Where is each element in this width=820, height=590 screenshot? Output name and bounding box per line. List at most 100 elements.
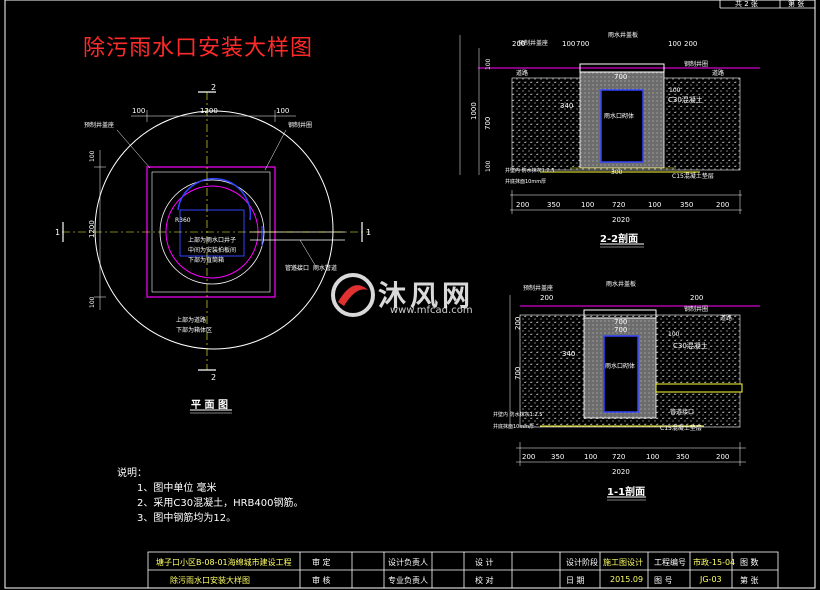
s11-inner-width: 700 bbox=[614, 326, 627, 334]
s22-bottom-dim-3: 100 bbox=[581, 201, 594, 209]
s22-dim-300: 300 bbox=[611, 169, 623, 176]
s22-label-c30: C30混凝土 bbox=[668, 95, 703, 104]
tb-design: 设 计 bbox=[475, 558, 494, 567]
tb-stage-label: 设计阶段 bbox=[566, 558, 598, 567]
s22-label-c15: C15混凝土垫层 bbox=[672, 172, 714, 180]
plan-outer-circle bbox=[94, 110, 334, 350]
s11-bottom-dim-5: 100 bbox=[646, 453, 659, 461]
s22-left-dim-4: 100 bbox=[485, 160, 492, 172]
tb-drawing-name: 除污雨水口安装大样图 bbox=[170, 576, 250, 585]
s11-label-ring: 钢制井圈 bbox=[684, 305, 708, 313]
s11-bottom-dim-1: 200 bbox=[522, 453, 535, 461]
s22-caption: 2-2剖面 bbox=[600, 232, 638, 245]
s11-top-dim-2: 700 bbox=[614, 318, 627, 326]
notes-heading: 说明： bbox=[117, 468, 147, 479]
s22-inner-width: 700 bbox=[614, 73, 627, 81]
plan-dim-top-mid: 1200 bbox=[200, 107, 218, 115]
s11-label-cover-plate: 雨水井盖板 bbox=[606, 280, 636, 288]
plan-section-mark-left: 1 bbox=[55, 228, 60, 237]
title-block bbox=[147, 551, 779, 589]
watermark-logo-icon bbox=[331, 273, 375, 317]
plan-radius: R360 bbox=[175, 217, 191, 224]
s22-left-dim-3: 100 bbox=[485, 58, 492, 70]
s22-label-road-left: 道路 bbox=[516, 69, 528, 77]
plan-label-middle: 中间为安装拍板间 bbox=[188, 246, 236, 254]
tb-design-lead: 设计负责人 bbox=[388, 558, 428, 567]
plan-label-steel-ring: 钢制井圈 bbox=[288, 121, 312, 129]
s11-label-c15: C15混凝土垫层 bbox=[660, 424, 702, 432]
s22-label-plaster: 井壁内 防水抹灰1:2.5 bbox=[505, 167, 554, 174]
note-item-2: 2、采用C30混凝土，HRB400钢筋。 bbox=[137, 498, 304, 509]
section-2-2 bbox=[459, 35, 760, 248]
tb-page-label: 第 张 bbox=[740, 576, 759, 585]
s22-label-floor: 井底抹面10mm厚 bbox=[505, 178, 546, 185]
plan-label-cover-seat: 预制井盖座 bbox=[84, 121, 114, 129]
plan-section-mark-right: 1 bbox=[366, 228, 371, 237]
s22-bottom-dim-5: 100 bbox=[648, 201, 661, 209]
s11-outlet-pipe bbox=[655, 383, 743, 393]
s11-left-dim-1: 200 bbox=[514, 317, 522, 330]
s11-left-dim-2: 700 bbox=[514, 367, 522, 380]
s11-chamber bbox=[603, 335, 639, 413]
s11-label-masonry: 雨水口砌体 bbox=[605, 362, 635, 370]
s22-left-dim-2: 700 bbox=[484, 117, 492, 130]
plan-label-box: 下部为箱体区 bbox=[176, 326, 212, 334]
watermark: 沐风网 www.mfcad.com bbox=[330, 272, 505, 322]
plan-label-pipe-joint: 管道接口 bbox=[285, 264, 309, 272]
s22-bottom-dim-6: 350 bbox=[680, 201, 693, 209]
tb-review: 审 核 bbox=[312, 576, 331, 585]
s22-cover bbox=[579, 63, 665, 73]
watermark-brand: 沐风网 bbox=[378, 279, 475, 312]
s11-cover bbox=[583, 309, 657, 319]
s22-top-dim-1: 200 bbox=[512, 40, 525, 48]
plan-section-mark-bottom: 2 bbox=[211, 373, 216, 382]
tb-sheet-label: 图 号 bbox=[654, 576, 673, 585]
s22-label-cover-plate: 雨水井盖板 bbox=[608, 31, 638, 39]
tb-project: 塘子口小区B-08-01海绵城市建设工程 bbox=[156, 558, 292, 567]
tb-job-label: 工程编号 bbox=[654, 558, 686, 567]
tb-total-label: 图 数 bbox=[740, 558, 759, 567]
s22-label-road-right: 道路 bbox=[712, 69, 724, 77]
note-item-3: 3、图中钢筋均为12。 bbox=[137, 513, 237, 524]
plan-dim-top-left: 100 bbox=[132, 107, 145, 115]
plan-dim-top-right: 100 bbox=[276, 107, 289, 115]
s11-caption: 1-1剖面 bbox=[607, 485, 645, 498]
plan-label-drain-pipe: 雨水管道 bbox=[313, 264, 337, 272]
s11-bottom-dim-7: 200 bbox=[716, 453, 729, 461]
s11-label-pipe-joint: 管道接口 bbox=[670, 408, 694, 416]
tb-discipline-lead: 专业负责人 bbox=[388, 576, 428, 585]
s11-label-cover-seat: 预制井盖座 bbox=[523, 284, 553, 292]
tb-check: 校 对 bbox=[475, 576, 494, 585]
sheet-counter-page: 第 张 bbox=[788, 0, 804, 8]
s22-dim-340: 340 bbox=[560, 102, 573, 110]
s11-total: 2020 bbox=[612, 468, 630, 476]
plan-label-upper: 上部为雨水口井子 bbox=[188, 236, 236, 244]
tb-stage: 施工图设计 bbox=[603, 558, 643, 567]
s22-chamber bbox=[600, 89, 644, 163]
s22-bottom-dim-1: 200 bbox=[516, 201, 529, 209]
s22-bottom-dim-4: 720 bbox=[612, 201, 625, 209]
s11-label-road: 道路 bbox=[720, 314, 732, 322]
s22-total: 2020 bbox=[612, 216, 630, 224]
s22-bottom-dim-2: 350 bbox=[547, 201, 560, 209]
s22-label-ring: 钢制井圈 bbox=[684, 60, 708, 68]
s11-bottom-dim-4: 720 bbox=[612, 453, 625, 461]
drawing-title: 除污雨水口安装大样图 bbox=[83, 36, 314, 61]
plan-section-mark-top: 2 bbox=[211, 83, 216, 92]
tb-job: 市政-15-04 bbox=[693, 558, 736, 567]
s22-dim-100: 100 bbox=[669, 87, 681, 94]
s22-bottom-dim-7: 200 bbox=[716, 201, 729, 209]
tb-date-label: 日 期 bbox=[566, 576, 585, 585]
watermark-url: www.mfcad.com bbox=[390, 305, 473, 316]
s22-top-dim-5: 200 bbox=[684, 40, 697, 48]
s11-top-dim-1: 200 bbox=[540, 294, 553, 302]
section-1-1 bbox=[509, 295, 760, 501]
plan-dim-left-small-bottom: 100 bbox=[89, 296, 96, 308]
s11-bottom-dim-3: 100 bbox=[584, 453, 597, 461]
s11-label-floor: 井底抹面10mm厚 bbox=[493, 423, 534, 430]
plan-caption: 平 面 图 bbox=[191, 399, 228, 411]
s11-label-plaster: 井壁内 防水抹灰1:2.5 bbox=[493, 411, 542, 418]
s22-left-dim-1: 1000 bbox=[470, 102, 478, 120]
notes: 说明： 1、图中单位 毫米 2、采用C30混凝土，HRB400钢筋。 3、图中钢… bbox=[117, 466, 303, 526]
